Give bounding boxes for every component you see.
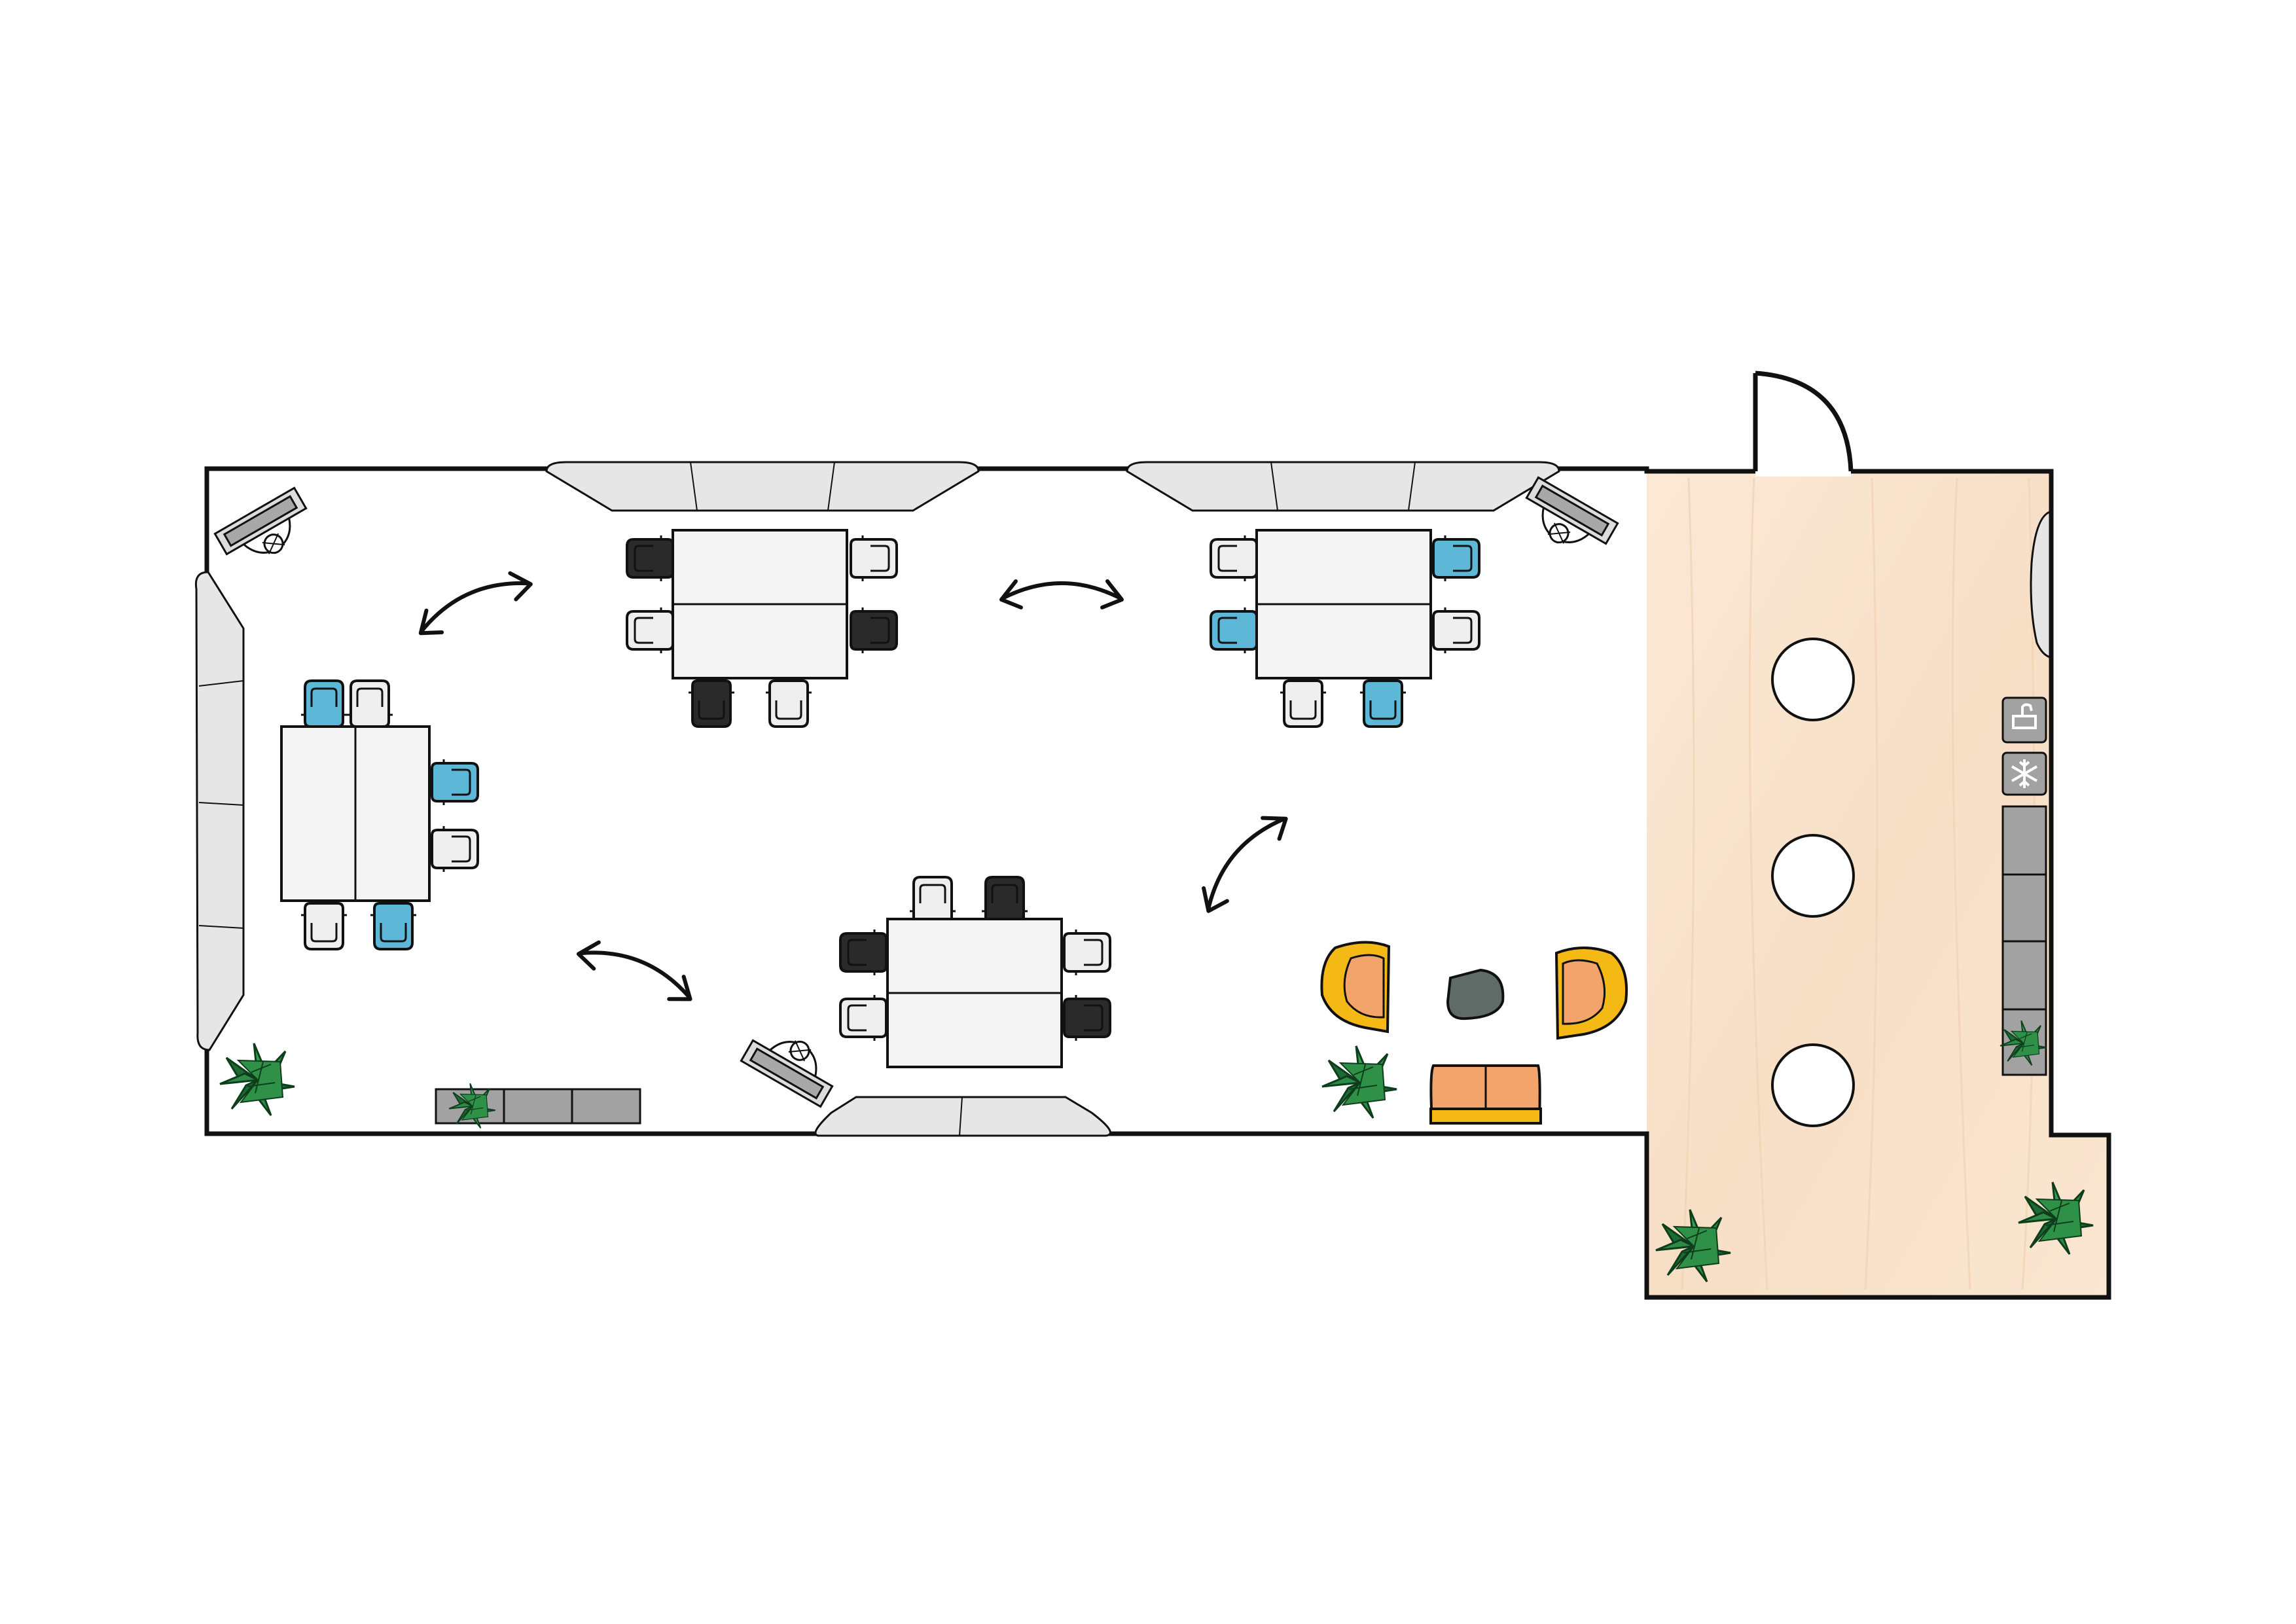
chair[interactable] [369,902,418,950]
armchair[interactable] [1320,941,1391,1034]
chair[interactable] [300,902,348,950]
sofa[interactable] [1429,1064,1542,1125]
chair[interactable] [839,928,888,977]
snowflake-icon [2011,759,2038,788]
curtain-bottom [814,1096,1111,1137]
chair[interactable] [980,876,1029,924]
chair[interactable] [1432,606,1480,655]
chair[interactable] [1063,928,1111,977]
curtain-top-right [1126,461,1560,512]
table-group [626,529,898,728]
table-group [839,876,1111,1068]
chair[interactable] [431,758,479,806]
chair[interactable] [1279,679,1327,728]
chair[interactable] [908,876,957,924]
chair[interactable] [1063,994,1111,1042]
bar-stools [1771,638,1855,1127]
kitchen-counter [2001,696,2047,1076]
outer-wall [204,466,2111,1300]
armchair[interactable] [1554,947,1628,1040]
curtain-left [194,571,245,1051]
chair[interactable] [1210,606,1258,655]
chair[interactable] [687,679,736,728]
bar-stool[interactable] [1771,1043,1855,1127]
pouf[interactable] [1446,968,1505,1020]
table-group [280,679,479,950]
chair[interactable] [764,679,813,728]
chair[interactable] [839,994,888,1042]
chair[interactable] [300,679,348,728]
chair[interactable] [1432,534,1480,583]
lounge-area [1320,941,1628,1125]
sink-icon [2012,703,2037,729]
chair[interactable] [850,606,898,655]
chair[interactable] [626,534,674,583]
chair[interactable] [431,825,479,873]
chair[interactable] [1359,679,1407,728]
door-icon[interactable] [1753,370,1854,477]
bar-stool[interactable] [1771,638,1855,721]
curtain-top-left [545,461,980,512]
table-group [1210,529,1480,728]
chair[interactable] [1210,534,1258,583]
curtain-kitchen [2030,510,2051,659]
bar-stool[interactable] [1771,834,1855,918]
chair[interactable] [346,679,394,728]
chair[interactable] [626,606,674,655]
chair[interactable] [850,534,898,583]
